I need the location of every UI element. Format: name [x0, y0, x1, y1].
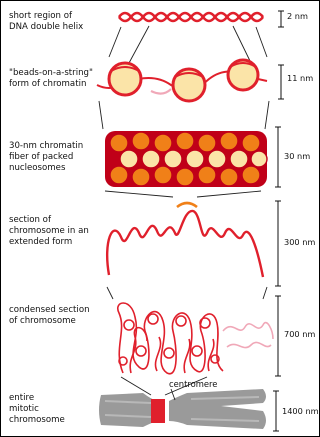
fiber-link-segment	[177, 203, 197, 207]
30nm-chromatin-fiber	[105, 131, 267, 187]
condensed-extension	[223, 323, 273, 348]
centromere-region	[151, 399, 165, 423]
centromere-label: centromere	[169, 379, 217, 389]
scale-bars	[273, 11, 284, 431]
beads-on-a-string	[97, 60, 267, 101]
mitotic-chromosome	[99, 389, 266, 429]
extended-chromosome-loops	[107, 211, 263, 277]
dna-double-helix	[119, 13, 263, 21]
nucleosome-bead-2	[173, 69, 205, 101]
nucleosome-bead-3	[228, 60, 258, 90]
condensed-chromosome-section	[118, 303, 223, 374]
nucleosome-bead-1	[109, 63, 141, 95]
